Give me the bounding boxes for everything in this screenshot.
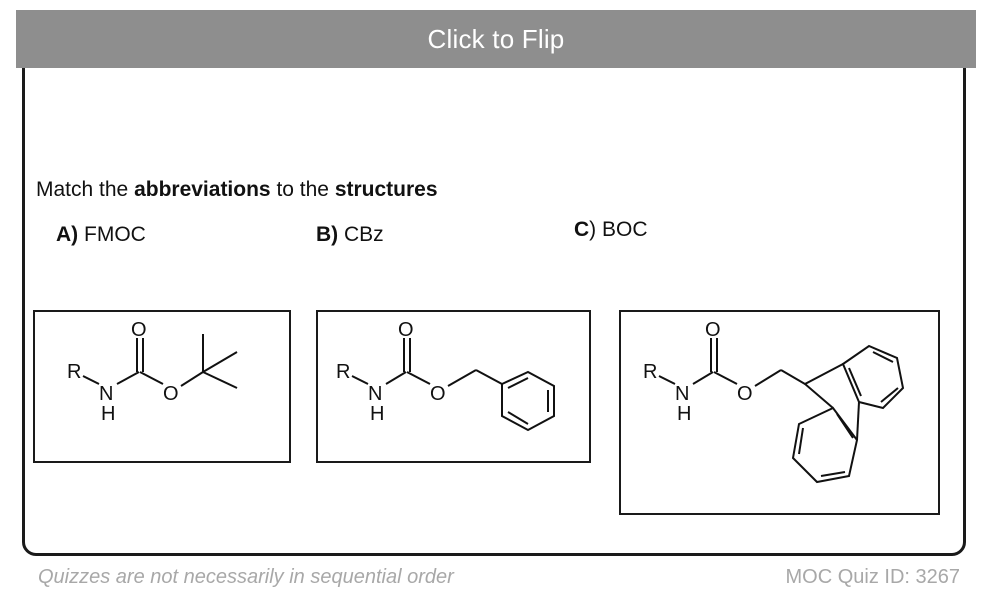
svg-text:O: O (131, 319, 147, 341)
quiz-id: MOC Quiz ID: 3267 (785, 566, 960, 588)
svg-text:N: N (99, 383, 113, 405)
svg-text:N: N (675, 383, 689, 405)
boc-structure-drawing: R N H O O (67, 319, 238, 425)
question-text: Match the abbreviations to the structure… (36, 178, 438, 201)
svg-text:R: R (67, 361, 81, 383)
structure-box-1[interactable]: R N H O O (33, 310, 291, 463)
svg-text:O: O (163, 383, 179, 405)
svg-text:O: O (737, 383, 753, 405)
svg-text:H: H (101, 403, 115, 425)
svg-text:R: R (643, 361, 657, 383)
option-b: B) CBz (316, 223, 384, 246)
structure-box-3[interactable]: R N H O O (619, 310, 940, 515)
svg-text:N: N (368, 383, 382, 405)
svg-text:R: R (336, 361, 350, 383)
cbz-structure-drawing: R N H O O (336, 319, 555, 432)
click-to-flip-button[interactable]: Click to Flip (16, 10, 976, 68)
svg-text:O: O (398, 319, 414, 341)
svg-text:H: H (370, 403, 384, 425)
sequence-note: Quizzes are not necessarily in sequentia… (38, 566, 454, 588)
structure-box-2[interactable]: R N H O O (316, 310, 591, 463)
option-a: A) FMOC (56, 223, 146, 246)
flip-button-label: Click to Flip (427, 23, 565, 54)
fmoc-structure-drawing: R N H O O (643, 319, 905, 484)
option-c: C) BOC (574, 218, 648, 241)
svg-text:H: H (677, 403, 691, 425)
svg-text:O: O (430, 383, 446, 405)
svg-text:O: O (705, 319, 721, 341)
